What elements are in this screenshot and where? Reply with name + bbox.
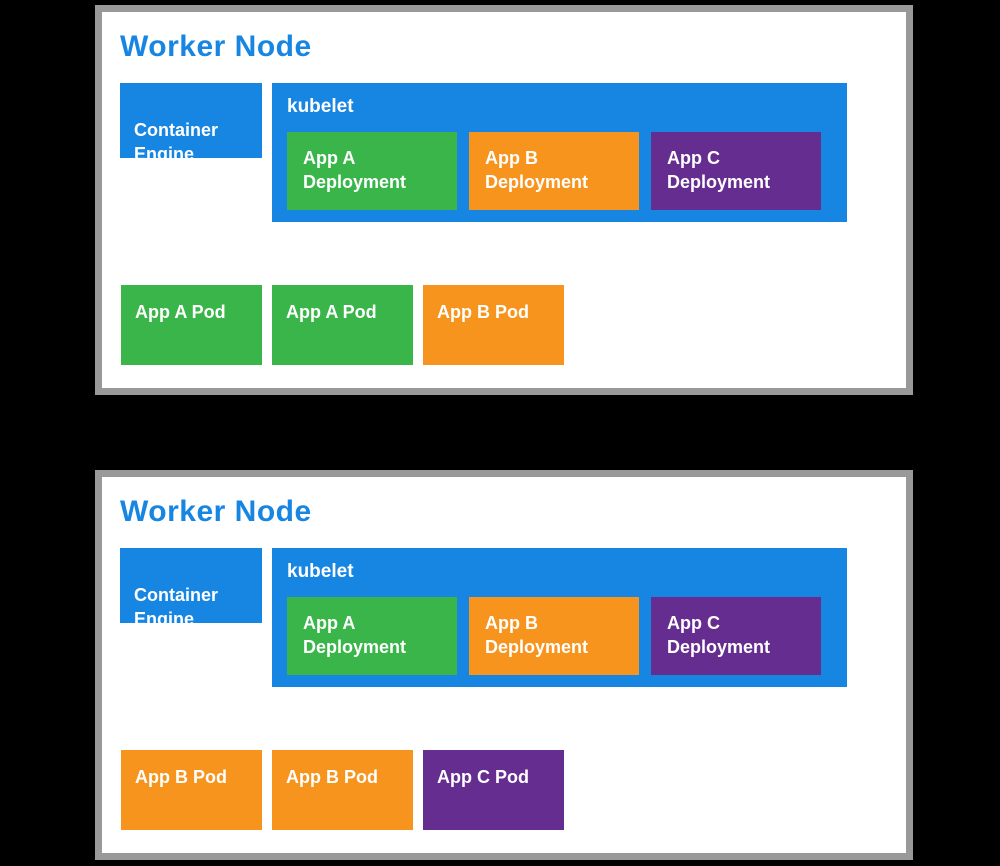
app-a-deployment-label: App A Deployment xyxy=(303,613,407,657)
app-a-pod-box: App A Pod xyxy=(272,285,413,365)
pods-row: App A Pod App A Pod App B Pod xyxy=(121,285,564,365)
app-c-deployment-box: App C Deployment xyxy=(651,597,821,675)
app-a-pod-label: App A Pod xyxy=(135,302,226,322)
container-engine-box: Container Engine xyxy=(120,548,262,629)
app-b-pod-label: App B Pod xyxy=(135,767,227,787)
deployment-row: App A Deployment App B Deployment App C … xyxy=(287,597,821,675)
container-engine-label: Container Engine xyxy=(134,584,219,629)
app-c-deployment-box: App C Deployment xyxy=(651,132,821,210)
app-a-deployment-label: App A Deployment xyxy=(303,148,407,192)
worker-node-panel-2: Worker Node Container Engine kubelet App… xyxy=(95,470,913,860)
container-engine-label: Container Engine xyxy=(134,119,219,164)
app-b-pod-box: App B Pod xyxy=(272,750,413,830)
app-a-pod-label: App A Pod xyxy=(286,302,377,322)
page-title: Worker Node xyxy=(120,30,312,63)
app-b-pod-box: App B Pod xyxy=(121,750,262,830)
app-c-pod-label: App C Pod xyxy=(437,767,529,787)
app-b-deployment-label: App B Deployment xyxy=(485,613,589,657)
app-c-pod-box: App C Pod xyxy=(423,750,564,830)
pods-row: App B Pod App B Pod App C Pod xyxy=(121,750,564,830)
kubelet-label: kubelet xyxy=(287,96,354,117)
app-b-deployment-label: App B Deployment xyxy=(485,148,589,192)
app-a-deployment-box: App A Deployment xyxy=(287,597,457,675)
app-b-pod-label: App B Pod xyxy=(437,302,529,322)
app-b-deployment-box: App B Deployment xyxy=(469,597,639,675)
kubelet-label: kubelet xyxy=(287,561,354,582)
worker-node-panel-1: Worker Node Container Engine kubelet App… xyxy=(95,5,913,395)
container-engine-box: Container Engine xyxy=(120,83,262,164)
kubelet-box: kubelet App A Deployment App B Deploymen… xyxy=(272,548,847,687)
page-title: Worker Node xyxy=(120,495,312,528)
deployment-row: App A Deployment App B Deployment App C … xyxy=(287,132,821,210)
app-a-deployment-box: App A Deployment xyxy=(287,132,457,210)
app-b-pod-box: App B Pod xyxy=(423,285,564,365)
app-c-deployment-label: App C Deployment xyxy=(667,613,771,657)
app-a-pod-box: App A Pod xyxy=(121,285,262,365)
app-b-pod-label: App B Pod xyxy=(286,767,378,787)
app-c-deployment-label: App C Deployment xyxy=(667,148,771,192)
app-b-deployment-box: App B Deployment xyxy=(469,132,639,210)
kubelet-box: kubelet App A Deployment App B Deploymen… xyxy=(272,83,847,222)
